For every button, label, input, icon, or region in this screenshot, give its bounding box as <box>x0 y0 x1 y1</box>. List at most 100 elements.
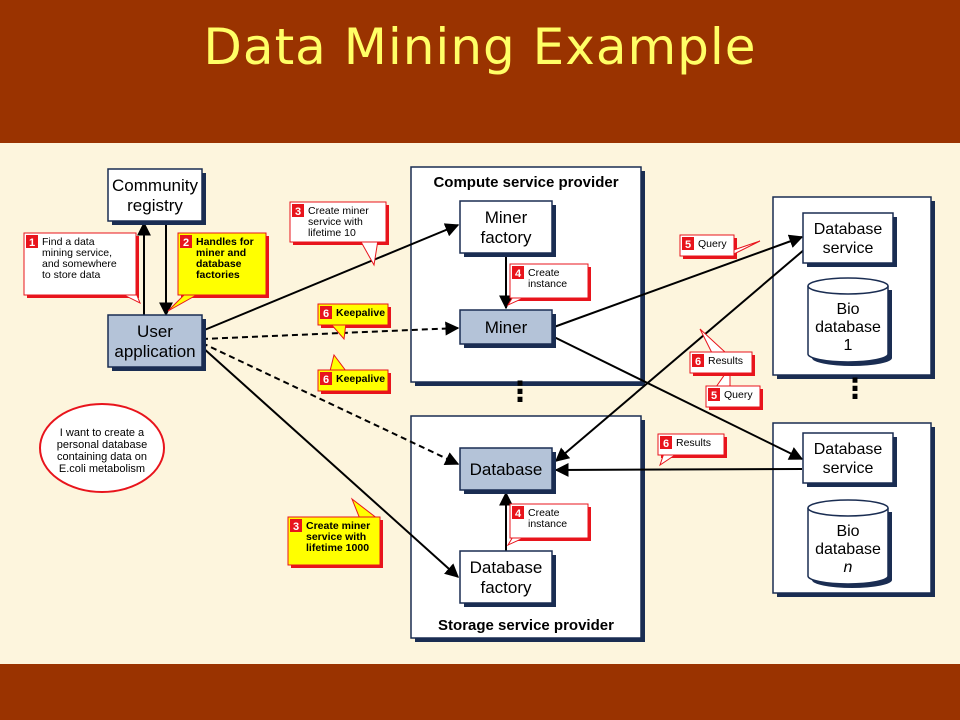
callout-c4a-badge <box>512 266 524 279</box>
edge-db-service-1-to-database <box>554 248 806 462</box>
callout-c6c-text: Results <box>708 355 743 367</box>
callout-c6b: 6 Keepalive <box>317 353 391 394</box>
callout-c1-badge <box>26 235 38 248</box>
thought-bubble-line: E.coli metabolism <box>59 463 145 475</box>
slide-title: Data Mining Example <box>203 18 757 76</box>
callout-c5b-badge <box>708 388 720 401</box>
edge-miner-to-db-service-1 <box>553 234 804 328</box>
miner-factory-box <box>459 200 553 254</box>
callout-c5a-number: 5 <box>685 239 691 251</box>
thought-bubble-line: containing data on <box>57 451 147 463</box>
callout-c3a-text: service with <box>308 216 363 228</box>
callout-c1-text: mining service, <box>42 247 112 259</box>
bio-database-1-line: database <box>815 319 881 336</box>
callout-c6c: 6 Results <box>689 328 755 376</box>
callout-c6c-pointer <box>699 328 728 354</box>
thought-bubble-line: personal database <box>57 439 148 451</box>
callout-c6d-number: 6 <box>663 438 669 450</box>
callout-c3a-number: 3 <box>295 206 301 218</box>
community-registry-line: registry <box>127 196 183 215</box>
community-registry-box <box>107 168 203 222</box>
database-factory-line: factory <box>480 578 532 597</box>
callout-c6b-number: 6 <box>323 374 329 386</box>
edge-db-service-n-to-database <box>554 462 803 477</box>
callout-c4b-badge <box>512 506 524 519</box>
callout-c6b-text: Keepalive <box>336 373 385 385</box>
callout-c2-pointer <box>167 292 202 312</box>
callout-c6a-number: 6 <box>323 308 329 320</box>
thought-bubble-line: I want to create a <box>60 427 145 439</box>
storage-service-provider-label: Storage service provider <box>438 617 614 634</box>
callout-c4b-number: 4 <box>515 508 522 520</box>
callout-c4a-number: 4 <box>515 268 522 280</box>
callout-c2-text: Handles for <box>196 236 254 248</box>
bio-database-1-body <box>807 286 889 363</box>
callout-c6a-badge <box>320 306 332 319</box>
callout-c5b-number: 5 <box>711 390 717 402</box>
database-factory-box <box>459 550 553 604</box>
compute-service-provider-label: Compute service provider <box>433 174 618 191</box>
callout-c6b-badge <box>320 372 332 385</box>
callout-c6c-box <box>689 351 753 374</box>
callout-c2-badge <box>180 235 192 248</box>
database-factory-line: Database <box>470 558 543 577</box>
callout-c4a-text: Create <box>528 267 560 279</box>
callout-c3b-box <box>287 516 381 566</box>
callout-c3a-badge <box>292 204 304 217</box>
callout-c6b-box <box>317 369 389 392</box>
callout-c5b-text: Query <box>724 389 753 401</box>
callout-c3a-text: lifetime 10 <box>308 227 356 239</box>
callout-c6d-badge <box>660 436 672 449</box>
callout-c2-number: 2 <box>183 237 189 249</box>
database-service-1-box <box>802 212 894 264</box>
edge-miner-to-db-service-n <box>553 336 804 460</box>
bio-database-n-line: database <box>815 541 881 558</box>
database: Database <box>459 447 556 494</box>
callout-c4a-text: instance <box>528 278 567 290</box>
callout-c6c-number: 6 <box>695 356 701 368</box>
callout-c4b-text: Create <box>528 507 560 519</box>
callout-c1-text: Find a data <box>42 236 95 248</box>
bio-database-n-line: Bio <box>836 523 859 540</box>
callout-c6b-pointer <box>329 353 347 372</box>
callout-c4b-text: instance <box>528 518 567 530</box>
callout-c5a-text: Query <box>698 238 727 250</box>
callout-c2-text: database <box>196 258 242 270</box>
callout-c2-box <box>177 232 267 296</box>
bio-database-1-line: 1 <box>844 337 853 354</box>
callout-c2-text: factories <box>196 269 240 281</box>
edge-user-to-database-keepalive <box>201 342 460 465</box>
callout-c3a-box <box>289 201 387 243</box>
database-service-n-line: service <box>823 460 874 477</box>
ellipsis-1: ⋮ <box>506 375 534 408</box>
callout-c3b-badge <box>290 519 302 532</box>
callout-c1-number: 1 <box>29 237 35 249</box>
callout-c3a-text: Create miner <box>308 205 369 217</box>
database-box <box>459 447 553 491</box>
callout-c2-text: miner and <box>196 247 246 259</box>
database-service-1-line: service <box>823 240 874 257</box>
miner: Miner <box>459 309 556 348</box>
callout-c1-text: to store data <box>42 269 101 281</box>
thought-bubble-outline <box>39 403 165 493</box>
callout-c3b-text: Create miner <box>306 520 370 532</box>
callout-c3b-number: 3 <box>293 521 299 533</box>
user-application-line: User <box>137 322 173 341</box>
bio-database-n-line: n <box>844 559 853 576</box>
miner-line: Miner <box>485 318 528 337</box>
community-registry-line: Community <box>112 176 198 195</box>
edge-user-to-miner-keepalive <box>201 321 460 340</box>
callout-c5a-badge <box>682 237 694 250</box>
